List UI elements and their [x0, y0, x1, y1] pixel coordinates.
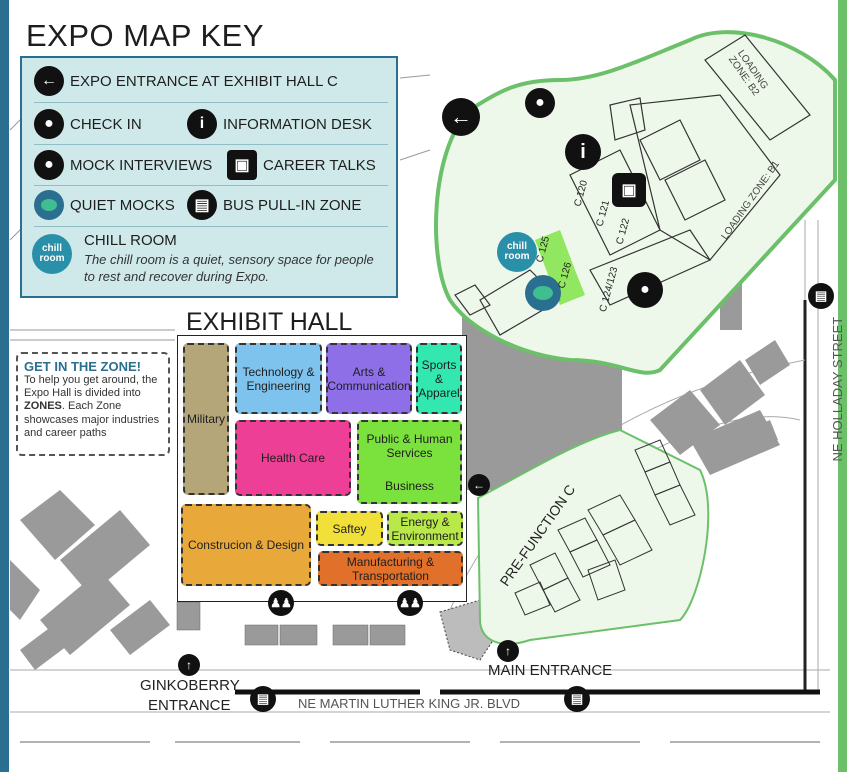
- quiet-bubble-icon: [525, 275, 561, 311]
- bus-icon: ▤: [564, 686, 590, 712]
- zone-arts-communication: Arts & Communication: [326, 343, 412, 414]
- restroom-icon: ♟♟: [397, 590, 423, 616]
- key-row-bus: ▤ BUS PULL-IN ZONE: [187, 190, 361, 220]
- location-pin-icon: ●: [525, 88, 555, 118]
- zone-note-text: To help you get around, the Expo Hall is…: [24, 374, 160, 439]
- info-icon: i: [187, 109, 217, 139]
- zone-energy-environment: Energy & Environment: [387, 511, 463, 546]
- zone-health-care: Health Care: [235, 420, 351, 496]
- key-label: CHECK IN: [70, 115, 142, 133]
- right-border: [838, 0, 847, 772]
- key-label: INFORMATION DESK: [223, 115, 372, 133]
- quiet-bubble-icon: [34, 190, 64, 220]
- key-label: CAREER TALKS: [263, 156, 376, 174]
- key-row-entrance: ← EXPO ENTRANCE AT EXHIBIT HALL C: [34, 66, 338, 96]
- page-title: EXPO MAP KEY: [26, 18, 265, 53]
- map-key-box: ← EXPO ENTRANCE AT EXHIBIT HALL C ● CHEC…: [20, 56, 398, 298]
- exhibit-hall-title: EXHIBIT HALL: [186, 308, 353, 336]
- arrow-left-icon: ←: [468, 474, 490, 496]
- ginkoberry-entrance-label: ENTRANCE: [148, 697, 231, 714]
- bus-icon: ▤: [187, 190, 217, 220]
- chill-room-badge: chill room: [497, 232, 537, 272]
- key-divider: [34, 144, 388, 145]
- restroom-icon: ♟♟: [268, 590, 294, 616]
- key-label: EXPO ENTRANCE AT EXHIBIT HALL C: [70, 72, 338, 90]
- zone-sports-apparel: Sports & Apparel: [416, 343, 462, 414]
- chill-room-c125: [535, 230, 575, 280]
- speech-bubble-icon: ●: [627, 272, 663, 308]
- mlk-street-label: NE MARTIN LUTHER KING JR. BLVD: [298, 696, 520, 711]
- chill-room-desc: The chill room is a quiet, sensory space…: [84, 252, 374, 284]
- road-edge: [10, 669, 830, 713]
- key-label: BUS PULL-IN ZONE: [223, 196, 362, 214]
- key-label: MOCK INTERVIEWS: [70, 156, 213, 174]
- key-row-info: i INFORMATION DESK: [187, 109, 372, 139]
- info-icon: i: [565, 134, 601, 170]
- presentation-icon: ▣: [227, 150, 257, 180]
- bus-icon: ▤: [808, 283, 834, 309]
- main-entrance-label: MAIN ENTRANCE: [488, 662, 613, 679]
- buildings-left: [10, 490, 170, 670]
- holladay-street-label: NE HOLLADAY STREET: [830, 316, 846, 462]
- street-lines: [10, 329, 175, 341]
- speech-bubble-icon: ●: [34, 150, 64, 180]
- key-divider: [34, 226, 388, 227]
- arrow-up-icon: ↑: [497, 640, 519, 662]
- key-row-mock: ● MOCK INTERVIEWS: [34, 150, 212, 180]
- zone-saftey: Saftey: [316, 511, 383, 546]
- zone-note-title: GET IN THE ZONE!: [24, 359, 141, 374]
- buildings-right: [650, 340, 790, 475]
- location-pin-icon: ●: [34, 109, 64, 139]
- arrow-left-icon: ←: [34, 66, 64, 96]
- zone-construcion-design: Construcion & Design: [181, 504, 311, 586]
- key-row-quiet: QUIET MOCKS: [34, 190, 175, 220]
- zone-public-human-services: Public & Human Services Business: [357, 420, 462, 504]
- arrow-up-icon: ↑: [178, 654, 200, 676]
- key-label: QUIET MOCKS: [70, 196, 175, 214]
- key-row-checkin: ● CHECK IN: [34, 109, 142, 139]
- prefunction-rooms: [514, 439, 696, 616]
- zone-manufacturing-transportation: Manufacturing & Transportation: [318, 551, 463, 586]
- zone-technology-engineering: Technology & Engineering: [235, 343, 322, 414]
- zone-business-label: Business: [385, 478, 434, 493]
- arrow-left-icon: ←: [442, 98, 480, 136]
- small-blocks: [176, 601, 406, 646]
- chill-room-title: CHILL ROOM: [84, 232, 177, 249]
- key-divider: [34, 185, 388, 186]
- zone-public-label: Public & Human Services: [366, 431, 453, 460]
- bus-icon: ▤: [250, 686, 276, 712]
- zone-military: Military: [183, 343, 229, 495]
- ginkoberry-label: GINKOBERRY: [140, 677, 240, 694]
- presentation-icon: ▣: [612, 173, 646, 207]
- chill-room-badge: chill room: [32, 234, 72, 274]
- key-divider: [34, 102, 388, 103]
- zone-note: GET IN THE ZONE! To help you get around,…: [16, 352, 170, 456]
- left-border: [0, 0, 9, 772]
- key-row-talks: ▣ CAREER TALKS: [227, 150, 376, 180]
